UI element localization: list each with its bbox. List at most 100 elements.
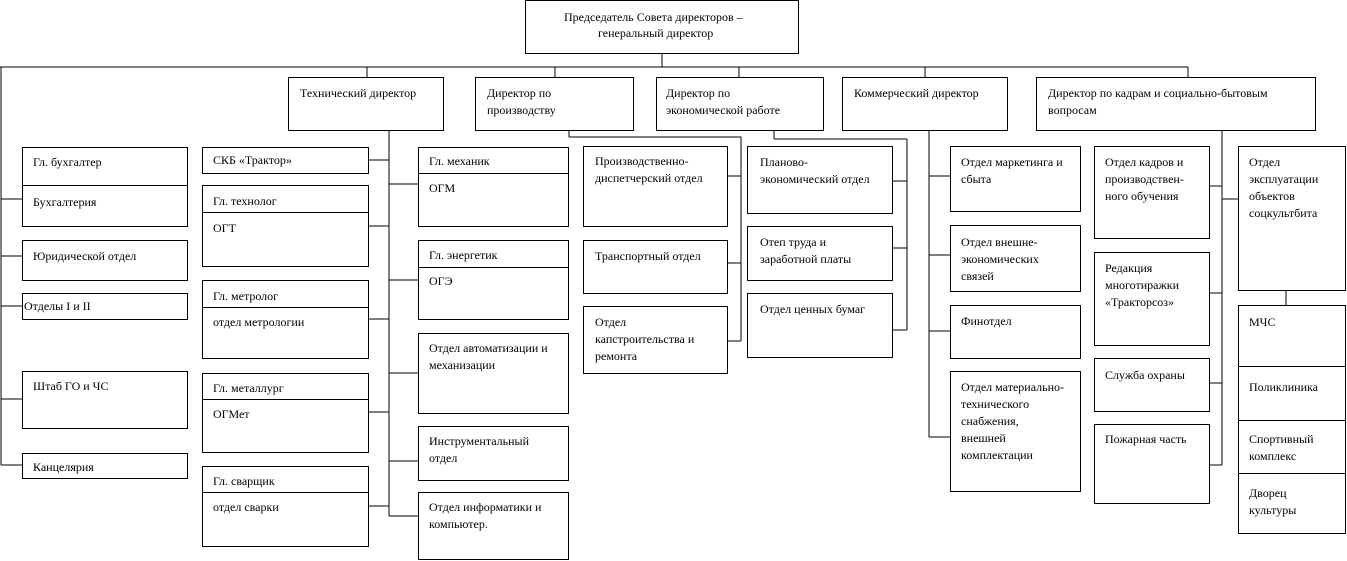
tooling-dept-box: Инструментальный отдел: [418, 426, 569, 481]
chairman-title-line2: генеральный директор: [598, 26, 714, 40]
hr-director-line2: вопросам: [1048, 103, 1097, 117]
construction-dept-line2: капстроительства и: [595, 332, 695, 346]
skb-traktor-box: СКБ «Трактор»: [202, 147, 369, 174]
economic-director-line1: Директор по: [666, 86, 731, 100]
chief-power-engineer-label: Гл. энергетик: [429, 248, 498, 262]
technical-director-box: Технический директор: [288, 77, 444, 131]
foreign-econ-dept-line3: связей: [961, 269, 994, 283]
newspaper-line2: многотиражки: [1105, 278, 1180, 292]
construction-dept-line1: Отдел: [595, 315, 627, 329]
dispatch-dept-line2: диспетчерский отдел: [595, 171, 703, 185]
newspaper-line3: «Тракторсоз»: [1105, 295, 1175, 309]
chief-power-engineer-box: Гл. энергетик ОГЭ: [418, 240, 569, 320]
planning-dept-line2: экономический отдел: [760, 172, 870, 186]
clinic-label: Поликлиника: [1249, 380, 1318, 394]
finance-dept-box: Финотдел: [950, 305, 1081, 359]
chief-welder-box: Гл. сварщик отдел сварки: [202, 466, 369, 547]
supply-dept-box: Отдел материально- технического снабжени…: [950, 371, 1081, 492]
depts-1-2-box: Отделы I и II: [22, 293, 188, 320]
hr-director-box: Директор по кадрам и социально-бытовым в…: [1036, 77, 1316, 131]
social-facilities-box: Отдел эксплуатации объектов соцкультбита: [1238, 146, 1346, 291]
technical-director-label: Технический директор: [300, 86, 417, 100]
chief-mechanic-box: Гл. механик ОГМ: [418, 147, 569, 227]
construction-dept-line3: ремонта: [595, 349, 638, 363]
legal-dept-box: Юридической отдел: [22, 240, 188, 281]
social-facilities-line4: соцкультбита: [1249, 206, 1318, 220]
sports-complex-line1: Спортивный: [1249, 432, 1314, 446]
economic-director-line2: экономической работе: [666, 103, 781, 117]
chairman-title-line1: Председатель Совета директоров –: [564, 10, 743, 24]
marketing-dept-box: Отдел маркетинга и сбыта: [950, 146, 1081, 212]
automation-dept-line1: Отдел автоматизации и: [429, 341, 548, 355]
securities-dept-box: Отдел ценных бумаг: [747, 293, 893, 358]
planning-dept-line1: Планово-: [760, 155, 808, 169]
chief-accountant-label: Гл. бухгалтер: [33, 155, 102, 169]
chief-welder-label: Гл. сварщик: [213, 474, 275, 488]
accounting-label: Бухгалтерия: [33, 195, 97, 209]
commercial-director-box: Коммерческий директор: [842, 77, 1008, 131]
finance-dept-label: Финотдел: [961, 314, 1012, 328]
chief-metallurgist-label: Гл. металлург: [213, 381, 284, 395]
personnel-dept-box: Отдел кадров и производствен- ного обуче…: [1094, 146, 1210, 239]
oge-label: ОГЭ: [429, 274, 453, 288]
civil-defense-box: Штаб ГО и ЧС: [22, 371, 188, 429]
labor-dept-box: Отеп труда и заработной платы: [747, 226, 893, 281]
ogmet-label: ОГМет: [213, 407, 250, 421]
newspaper-line1: Редакция: [1105, 261, 1153, 275]
security-service-box: Служба охраны: [1094, 358, 1210, 412]
chief-metrologist-label: Гл. метролог: [213, 289, 279, 303]
security-service-label: Служба охраны: [1105, 368, 1185, 382]
social-facilities-line2: эксплуатации: [1249, 172, 1319, 186]
fire-dept-label: Пожарная часть: [1105, 432, 1187, 446]
social-facilities-line1: Отдел: [1249, 155, 1281, 169]
mchs-label: МЧС: [1249, 315, 1276, 329]
civil-defense-label: Штаб ГО и ЧС: [33, 379, 109, 393]
informatics-dept-box: Отдел информатики и компьютер.: [418, 492, 569, 560]
personnel-dept-line3: ного обучения: [1105, 189, 1179, 203]
securities-dept-label: Отдел ценных бумаг: [760, 302, 866, 316]
dispatch-dept-line1: Производственно-: [595, 154, 689, 168]
welding-dept-label: отдел сварки: [213, 500, 279, 514]
personnel-dept-line2: производствен-: [1105, 172, 1184, 186]
culture-palace-line2: культуры: [1249, 503, 1297, 517]
supply-dept-line4: внешней: [961, 431, 1006, 445]
depts-1-2-label: Отделы I и II: [24, 299, 91, 313]
culture-palace-line1: Дворец: [1249, 486, 1287, 500]
tooling-dept-line2: отдел: [429, 451, 458, 465]
newspaper-box: Редакция многотиражки «Тракторсоз»: [1094, 252, 1210, 346]
foreign-econ-dept-box: Отдел внешне- экономических связей: [950, 225, 1081, 292]
chief-technologist-label: Гл. технолог: [213, 194, 277, 208]
transport-dept-label: Транспортный отдел: [595, 249, 701, 263]
fire-dept-box: Пожарная часть: [1094, 424, 1210, 504]
dispatch-dept-box: Производственно- диспетчерский отдел: [583, 146, 728, 227]
production-director-line1: Директор по: [487, 86, 552, 100]
personnel-dept-line1: Отдел кадров и: [1105, 155, 1184, 169]
legal-dept-label: Юридической отдел: [33, 249, 137, 263]
planning-dept-box: Планово- экономический отдел: [747, 146, 893, 214]
foreign-econ-dept-line2: экономических: [961, 252, 1039, 266]
chief-metallurgist-box: Гл. металлург ОГМет: [202, 373, 369, 453]
hr-director-line1: Директор по кадрам и социально-бытовым: [1048, 86, 1268, 100]
supply-dept-line1: Отдел материально-: [961, 380, 1065, 394]
chief-technologist-box: Гл. технолог ОГТ: [202, 185, 369, 267]
sports-complex-line2: комплекс: [1249, 449, 1297, 463]
informatics-dept-line1: Отдел информатики и: [429, 500, 542, 514]
construction-dept-box: Отдел капстроительства и ремонта: [583, 306, 728, 374]
ogm-label: ОГМ: [429, 181, 456, 195]
tooling-dept-line1: Инструментальный: [429, 434, 530, 448]
marketing-dept-line2: сбыта: [961, 172, 992, 186]
supply-dept-line5: комплектации: [961, 448, 1033, 462]
social-subunits-box: МЧС Поликлиника Спортивный комплекс Двор…: [1238, 305, 1346, 534]
informatics-dept-line2: компьютер.: [429, 517, 488, 531]
chief-metrologist-box: Гл. метролог отдел метрологии: [202, 280, 369, 359]
marketing-dept-line1: Отдел маркетинга и: [961, 155, 1063, 169]
ogt-label: ОГТ: [213, 221, 236, 235]
chief-mechanic-label: Гл. механик: [429, 154, 490, 168]
chief-accountant-box: Гл. бухгалтер Бухгалтерия: [22, 147, 188, 227]
labor-dept-line2: заработной платы: [760, 252, 852, 266]
office-label: Канцелярия: [33, 460, 94, 474]
foreign-econ-dept-line1: Отдел внешне-: [961, 235, 1038, 249]
skb-traktor-label: СКБ «Трактор»: [213, 153, 292, 167]
transport-dept-box: Транспортный отдел: [583, 240, 728, 294]
